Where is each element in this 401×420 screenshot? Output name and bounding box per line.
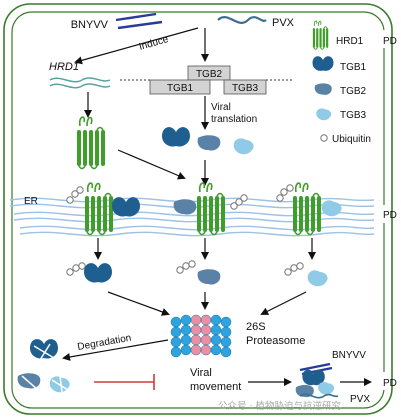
proteasome-icon <box>170 314 232 358</box>
bnyvv-label-top: BNYVV <box>71 19 109 31</box>
legend-tgb2-label: TGB2 <box>340 86 367 97</box>
hrd1-gene-label: HRD1 <box>49 61 79 73</box>
pd-channel-top <box>378 30 390 48</box>
pd-label-top: PD <box>383 36 397 47</box>
proteasome-label-1: 26S <box>246 321 266 333</box>
tgb2-icon <box>314 83 332 95</box>
tgb1-gene-label: TGB1 <box>167 83 194 94</box>
hrd1-mrna-icon <box>49 77 111 89</box>
induce-label: Induce <box>138 34 170 53</box>
tgb1-gene-box <box>149 79 211 95</box>
ubiquitinated-tgb3 <box>284 262 328 287</box>
legend-hrd1-label: HRD1 <box>336 36 364 47</box>
viral-translation-label-1: Viral <box>211 102 231 113</box>
tgb3-gene-box <box>223 79 267 95</box>
proteasome-label-2: Proteasome <box>246 335 305 347</box>
movement-complex <box>295 362 339 399</box>
tgb2-gene-label: TGB2 <box>196 69 223 80</box>
tgb3-protein-icon <box>233 138 254 155</box>
hrd1-icon <box>312 20 329 50</box>
pd-label-mid: PD <box>383 210 397 221</box>
bnyvv-label-bottom: BNYVV <box>332 350 366 361</box>
pd-label-bottom: PD <box>383 378 397 389</box>
tgb3-icon <box>316 108 332 121</box>
tgb2-protein-icon <box>197 135 221 151</box>
ubiquitinated-tgb2 <box>176 260 221 285</box>
pvx-label-top: PVX <box>272 17 295 29</box>
tgb1-icon <box>312 56 334 71</box>
pd-channel-bottom <box>378 372 390 390</box>
bnyvv-rna-icon <box>115 12 163 30</box>
induce-arrow <box>74 27 199 65</box>
legend-tgb3-label: TGB3 <box>340 110 367 121</box>
legend-tgb1-label: TGB1 <box>340 62 367 73</box>
degraded-fragments <box>17 339 70 393</box>
to-proteasome-arrow-right <box>260 291 307 315</box>
pvx-rna-icon <box>217 16 267 24</box>
to-proteasome-arrow-left <box>107 291 170 316</box>
viral-movement-label-1: Viral <box>190 367 212 379</box>
watermark-text: 公众号 · 植物胁迫与抗逆研究 <box>218 400 342 412</box>
degradation-arrow <box>62 339 169 361</box>
tgb1-protein-icon <box>162 127 190 147</box>
legend-ubiquitin-label: Ubiquitin <box>332 134 371 145</box>
viral-translation-label-2: translation <box>211 114 257 125</box>
tgb3-gene-label: TGB3 <box>232 83 259 94</box>
pvx-label-bottom: PVX <box>350 394 370 405</box>
inhibition-bar <box>94 374 155 390</box>
legend: HRD1 TGB1 TGB2 TGB3 Ubiquitin <box>312 20 371 145</box>
hrd1-protein-icon <box>76 116 106 170</box>
ubiquitin-icon <box>320 134 328 142</box>
viral-movement-label-2: movement <box>190 381 241 393</box>
er-label: ER <box>24 196 38 207</box>
cell-wall-outline <box>3 3 393 415</box>
pd-channel-mid <box>378 205 390 223</box>
hrd1-to-er-arrow <box>117 149 186 180</box>
degradation-label: Degradation <box>77 333 133 353</box>
ubiquitinated-tgb1 <box>66 262 112 283</box>
